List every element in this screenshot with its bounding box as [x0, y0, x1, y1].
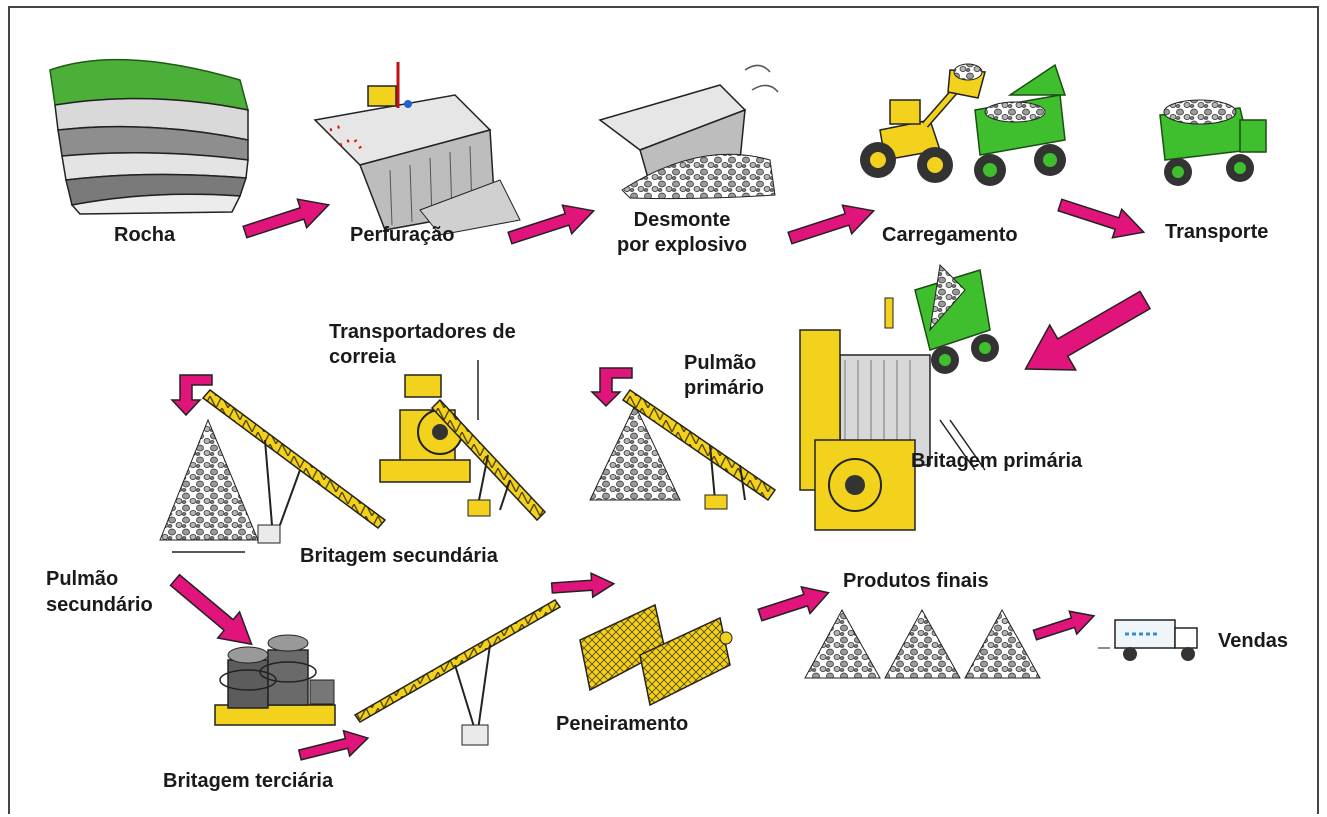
label-pulmao-primario-line1: Pulmão — [684, 352, 757, 374]
feed-arrow — [590, 367, 633, 408]
label-produtos-finais: Produtos finais — [843, 570, 989, 592]
label-britagem-secundaria: Britagem secundária — [300, 545, 498, 567]
label-britagem-terciaria: Britagem terciária — [163, 770, 334, 792]
flow-arrow — [550, 572, 616, 599]
label-perfuracao: Perfuração — [350, 224, 455, 246]
stockpile-icon — [589, 403, 681, 501]
flow-arrow — [1057, 198, 1146, 239]
blasted-rock-face-icon — [598, 64, 779, 200]
label-pulmao-secundario-line1: Pulmão — [46, 568, 119, 590]
stockpile-icon — [884, 608, 961, 679]
dump-truck-icon — [974, 63, 1067, 186]
label-desmonte-line1: Desmonte — [633, 209, 731, 231]
flow-arrow — [169, 573, 253, 646]
label-transportadores-line2: correia — [329, 346, 396, 368]
label-pulmao-secundario-line2: secundário — [46, 594, 153, 616]
belt-conveyor-icon — [353, 599, 562, 746]
belt-conveyor-icon — [621, 388, 777, 510]
label-carregamento: Carregamento — [882, 224, 1018, 246]
dump-truck-icon — [1159, 99, 1267, 186]
flow-arrow — [507, 204, 596, 245]
flow-arrow — [757, 585, 830, 622]
stockpile-icon — [804, 608, 881, 679]
belt-conveyor-icon — [201, 388, 387, 544]
flow-arrow — [242, 198, 331, 239]
open-pit-quarry-icon — [49, 58, 250, 215]
label-rocha: Rocha — [114, 224, 176, 246]
flow-arrow — [1032, 610, 1096, 641]
vibrating-screen-icon — [579, 603, 733, 707]
flow-arrow — [787, 204, 876, 245]
delivery-truck-icon — [1098, 619, 1198, 661]
wheel-loader-icon — [860, 63, 986, 183]
dump-truck-icon — [914, 263, 999, 374]
label-peneiramento: Peneiramento — [556, 713, 689, 735]
stockpile-icon — [964, 608, 1041, 679]
secondary-crusher-icon — [379, 360, 479, 483]
label-desmonte-line2: por explosivo — [616, 234, 748, 256]
label-transportadores-line1: Transportadores de — [329, 321, 516, 343]
belt-conveyor-icon — [430, 398, 547, 522]
drill-rig-icon — [313, 62, 521, 236]
figure-frame — [8, 6, 1319, 814]
stockpile-icon — [159, 418, 259, 553]
label-vendas: Vendas — [1218, 630, 1289, 652]
label-britagem-primaria: Britagem primária — [911, 450, 1083, 472]
label-transporte: Transporte — [1165, 221, 1269, 243]
flow-arrow — [297, 729, 370, 761]
feed-arrow — [170, 374, 213, 417]
flow-arrow — [1024, 290, 1152, 371]
primary-crusher-icon — [799, 297, 986, 531]
cone-crusher-icon — [214, 634, 336, 726]
label-pulmao-primario-line2: primário — [684, 377, 765, 399]
